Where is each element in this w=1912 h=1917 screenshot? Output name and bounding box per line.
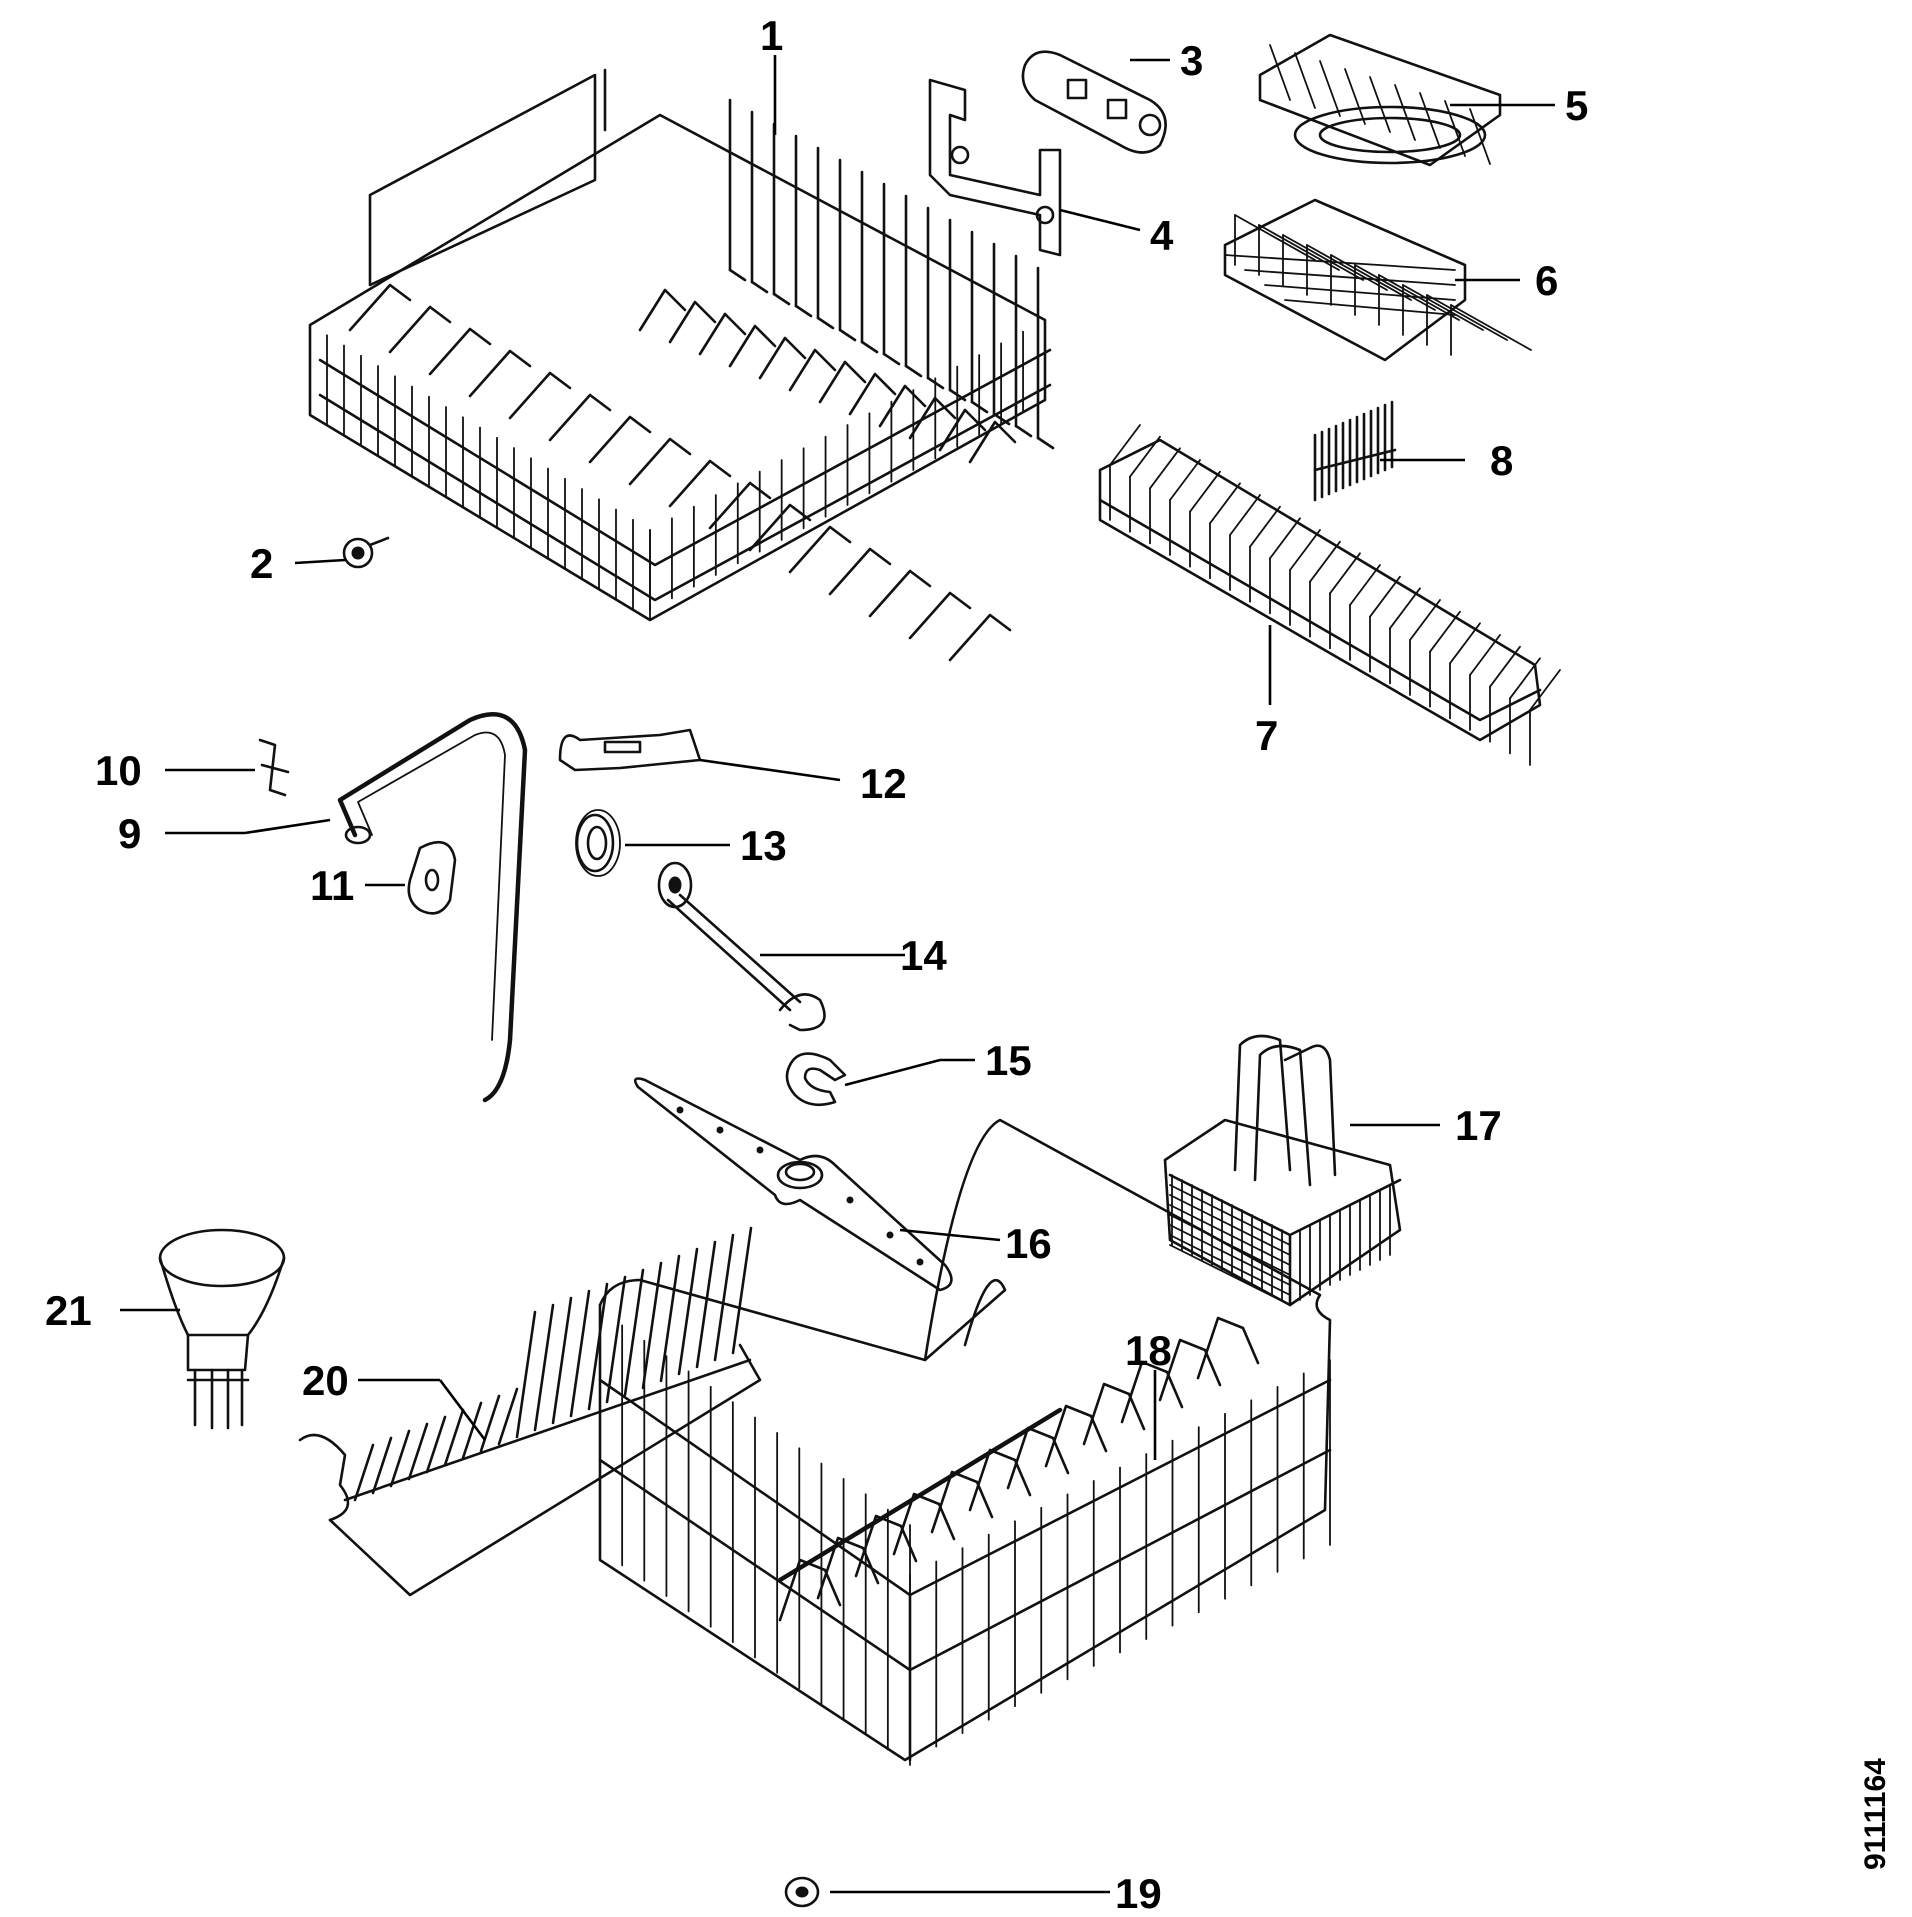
callout-3: 3 — [1180, 37, 1203, 84]
callout-1: 1 — [760, 12, 783, 59]
part-12-metal-strip[interactable] — [558, 728, 702, 772]
part-2-wheel[interactable] — [342, 536, 390, 569]
callout-2: 2 — [250, 540, 273, 587]
part-9-pipe[interactable] — [337, 712, 528, 1103]
part-13-seal[interactable] — [575, 809, 621, 877]
callout-7: 7 — [1255, 712, 1278, 759]
callout-11: 11 — [310, 862, 354, 909]
part-19-wheel[interactable] — [784, 1876, 820, 1908]
part-15-nut[interactable] — [785, 1052, 847, 1107]
part-20-folding-rack[interactable] — [298, 1226, 762, 1597]
callout-6: 6 — [1535, 257, 1558, 304]
callout-20: 20 — [302, 1357, 349, 1404]
part-14-spray-tube[interactable] — [657, 861, 826, 1032]
part-3-clip[interactable] — [1021, 50, 1167, 154]
part-21-funnel[interactable] — [158, 1228, 286, 1430]
callout-21: 21 — [45, 1287, 92, 1334]
callout-labels: 1 2 3 4 5 6 7 8 9 10 11 12 13 14 15 16 1… — [45, 12, 1892, 1917]
callout-8: 8 — [1490, 437, 1513, 484]
part-7-side-basket[interactable] — [1098, 424, 1561, 766]
part-4-bracket[interactable] — [928, 78, 1062, 257]
part-6-rack-insert[interactable] — [1223, 198, 1532, 362]
callout-17: 17 — [1455, 1102, 1502, 1149]
part-8-comb[interactable] — [1313, 400, 1397, 502]
part-5-cup-shelf[interactable] — [1258, 33, 1502, 167]
callout-16: 16 — [1005, 1220, 1052, 1267]
callout-15: 15 — [985, 1037, 1032, 1084]
callout-4: 4 — [1150, 212, 1174, 259]
callout-12: 12 — [860, 760, 907, 807]
leader-lines — [120, 55, 1555, 1894]
part-1-upper-basket[interactable] — [308, 68, 1055, 662]
callout-19: 19 — [1115, 1870, 1162, 1917]
document-number: 9111164 — [1859, 1758, 1892, 1870]
callout-10: 10 — [95, 747, 142, 794]
part-18-lower-basket[interactable] — [598, 1118, 1332, 1766]
callout-5: 5 — [1565, 82, 1588, 129]
callout-14: 14 — [900, 932, 947, 979]
callout-9: 9 — [118, 810, 141, 857]
part-17-cutlery-basket[interactable] — [1163, 1034, 1402, 1307]
part-10-small-clip[interactable] — [258, 738, 290, 797]
callout-18: 18 — [1125, 1327, 1172, 1374]
callout-13: 13 — [740, 822, 787, 869]
part-16-spray-arm[interactable] — [633, 1077, 953, 1292]
part-11-plate[interactable] — [407, 840, 457, 915]
